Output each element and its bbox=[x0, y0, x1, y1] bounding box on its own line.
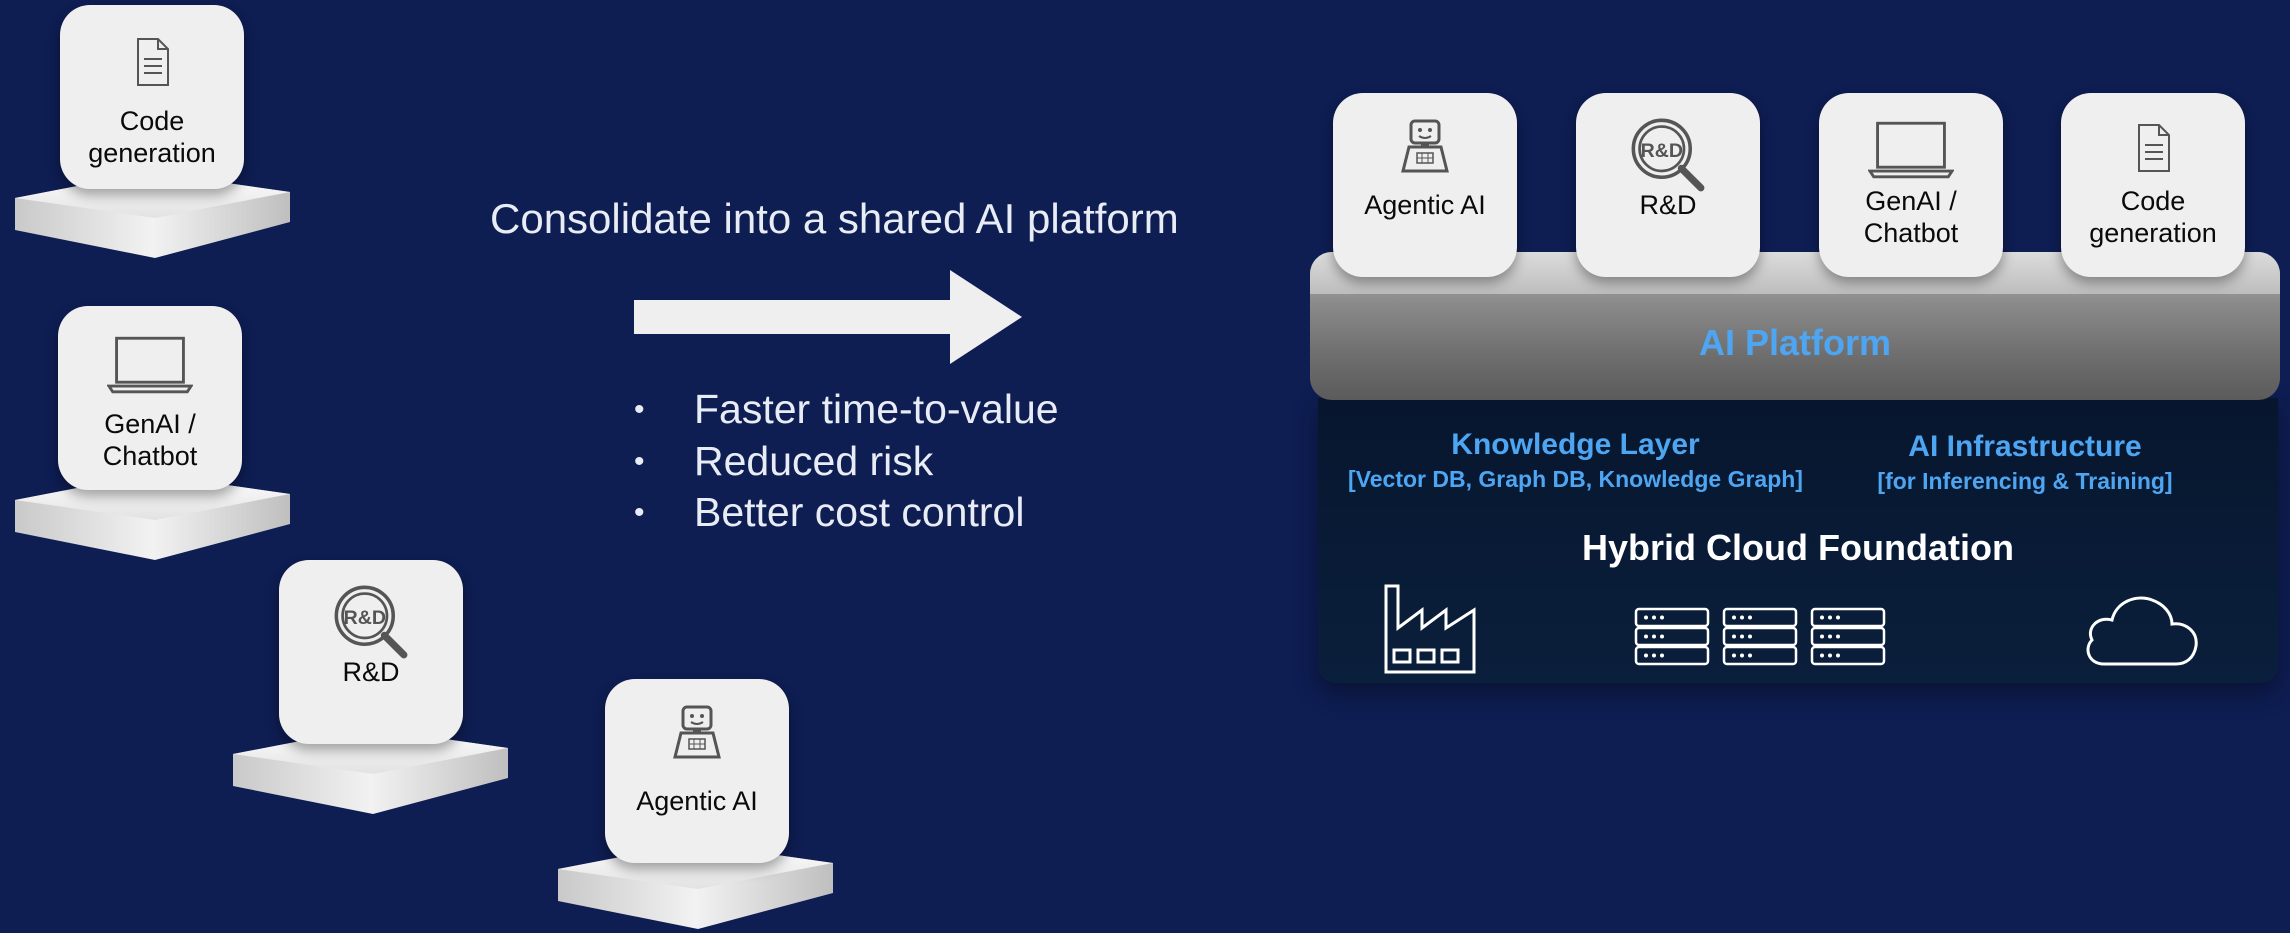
cloud-icon bbox=[2086, 596, 2198, 666]
server-rack-icon bbox=[1634, 607, 1886, 666]
benefit-item: Better cost control bbox=[630, 487, 1059, 539]
platform-title: AI Platform bbox=[1698, 322, 1892, 363]
app-label: GenAI / Chatbot bbox=[1863, 186, 1959, 248]
card[interactable]: GenAI / Chatbot bbox=[58, 306, 242, 490]
hybrid-cloud-foundation bbox=[1318, 398, 2278, 683]
rnd-magnifier-icon bbox=[1628, 115, 1708, 195]
app-label: Code generation bbox=[2089, 186, 2217, 248]
platform-app-genai-chatbot[interactable]: GenAI / Chatbot bbox=[1819, 93, 2003, 277]
app-label: R&D bbox=[1639, 190, 1697, 220]
benefit-item: Faster time-to-value bbox=[630, 384, 1059, 436]
laptop-icon bbox=[1868, 121, 1954, 179]
card[interactable]: Code generation bbox=[60, 5, 244, 189]
consolidation-headline: Consolidate into a shared AI platform bbox=[490, 195, 1179, 242]
laptop-icon bbox=[107, 336, 193, 394]
silo-code-generation: Code generation bbox=[10, 0, 295, 265]
silo-label: GenAI / Chatbot bbox=[102, 409, 198, 471]
platform-app-rnd[interactable]: R&D bbox=[1576, 93, 1760, 277]
arrow-right-icon bbox=[634, 270, 1022, 364]
platform-app-agentic-ai[interactable]: Agentic AI bbox=[1333, 93, 1517, 277]
ai-infrastructure-subtitle: [for Inferencing & Training] bbox=[1877, 468, 2173, 494]
silo-label: Code generation bbox=[88, 106, 216, 168]
factory-icon bbox=[1384, 584, 1476, 674]
card[interactable]: R&D bbox=[279, 560, 463, 744]
card[interactable]: Agentic AI bbox=[605, 679, 789, 863]
foundation-title: Hybrid Cloud Foundation bbox=[1582, 527, 2014, 568]
silo-rnd: R&D bbox=[228, 556, 513, 821]
silo-label: Agentic AI bbox=[636, 786, 758, 816]
robot-icon bbox=[1395, 117, 1455, 177]
robot-icon bbox=[667, 703, 727, 763]
document-icon bbox=[2133, 123, 2173, 173]
knowledge-layer-subtitle: [Vector DB, Graph DB, Knowledge Graph] bbox=[1348, 466, 1803, 492]
app-label: Agentic AI bbox=[1364, 190, 1486, 220]
silo-agentic-ai: Agentic AI bbox=[553, 675, 838, 933]
rnd-magnifier-icon bbox=[331, 582, 411, 662]
platform-app-code-generation[interactable]: Code generation bbox=[2061, 93, 2245, 277]
ai-infrastructure-title: AI Infrastructure bbox=[1908, 430, 2142, 463]
silo-label: R&D bbox=[342, 657, 400, 687]
benefit-item: Reduced risk bbox=[630, 436, 1059, 488]
knowledge-layer-title: Knowledge Layer bbox=[1451, 428, 1700, 461]
benefits-list: Faster time-to-value Reduced risk Better… bbox=[630, 384, 1059, 539]
document-icon bbox=[132, 37, 172, 87]
silo-genai-chatbot: GenAI / Chatbot bbox=[10, 302, 295, 567]
